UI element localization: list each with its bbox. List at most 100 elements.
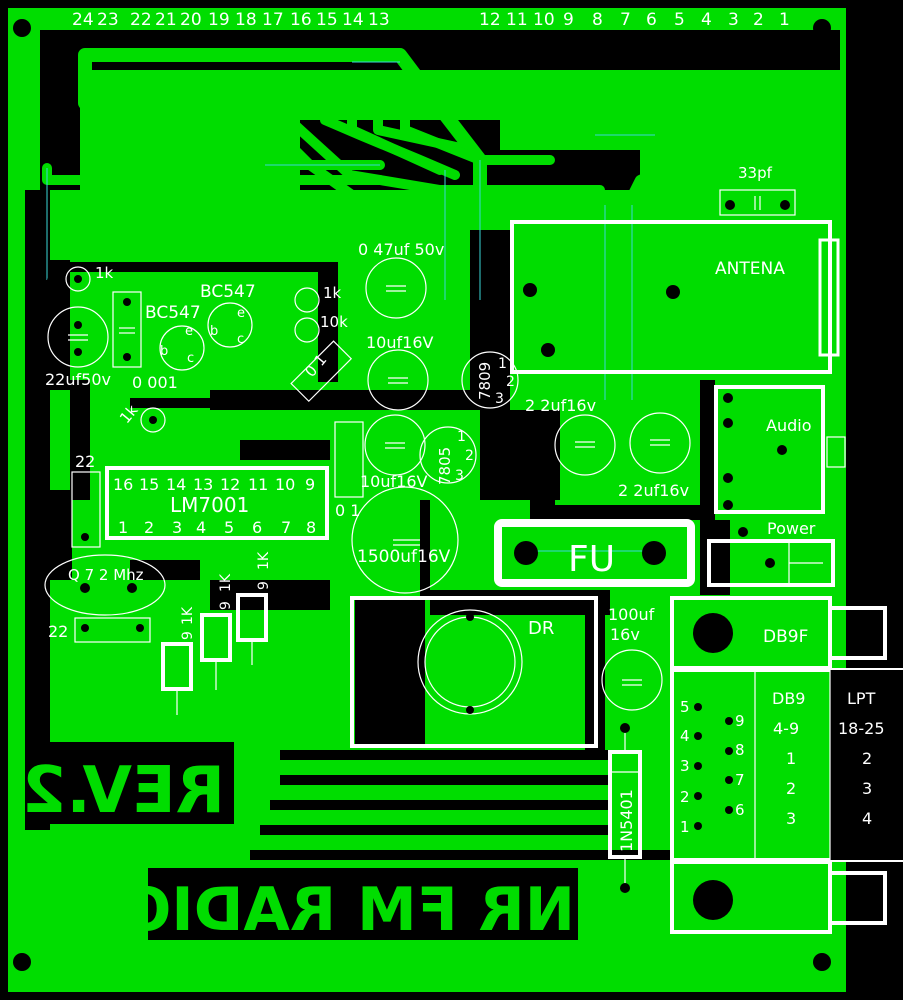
db-pin: 1 xyxy=(680,818,690,836)
choke-label: DR xyxy=(528,618,554,639)
lpt-subheader: 18-25 xyxy=(838,719,885,738)
pin-label: 5 xyxy=(674,10,685,30)
fuse-holder: FU xyxy=(494,519,695,587)
ic-pin: 1 xyxy=(118,518,128,537)
resistor-label: 9 xyxy=(218,601,234,610)
db9-connector: DB9F 5 4 3 2 1 9 8 7 6 xyxy=(670,596,903,934)
pin-c: c xyxy=(237,332,244,347)
db9-value: 3 xyxy=(786,809,796,828)
power-label: Power xyxy=(767,519,816,538)
pin-label: 7 xyxy=(620,10,631,30)
crystal-section: 22 Q 7 2 Mhz 22 xyxy=(44,452,166,643)
capacitor-100uf-voltage: 16v xyxy=(610,625,640,644)
pin-b: b xyxy=(210,324,218,339)
regulator-pin: 1 xyxy=(498,356,507,372)
regulator-pin: 2 xyxy=(465,448,474,464)
resistor-label: 1K xyxy=(256,551,272,570)
capacitor-01-b-label: 0 1 xyxy=(335,501,360,520)
ic-pin: 3 xyxy=(172,518,182,537)
lpt-header: LPT xyxy=(847,689,876,708)
revision-label: REV.2 xyxy=(22,754,225,828)
capacitor-100uf: 100uf 16v xyxy=(601,605,663,711)
regulator-7809-label: 7809 xyxy=(476,362,494,400)
ic-pin: 2 xyxy=(144,518,154,537)
capacitor-22uf-b-label: 2 2uf16v xyxy=(618,481,689,500)
board-edge xyxy=(846,8,903,598)
pin-label: 18 xyxy=(235,10,257,30)
capacitor-100uf-label: 100uf xyxy=(608,605,655,624)
resistor-label: 9 xyxy=(180,631,196,640)
pin-label: 21 xyxy=(155,10,177,30)
lpt-value: 3 xyxy=(862,779,872,798)
ic-pin: 7 xyxy=(281,518,291,537)
antenna-label: ANTENA xyxy=(715,259,785,279)
db9-value: 2 xyxy=(786,779,796,798)
header-pads xyxy=(78,80,830,110)
fuse-label: FU xyxy=(568,539,615,580)
audio-jack: Audio xyxy=(714,385,846,514)
pin-label: 13 xyxy=(368,10,390,30)
resistor-10k-label: 10k xyxy=(320,313,348,331)
capacitor-047uf-label: 0 47uf 50v xyxy=(358,240,444,259)
capacitor-33pf: 33pf xyxy=(719,164,796,216)
capacitor-10uf-b-label: 10uf16V xyxy=(360,472,427,491)
pin-e: e xyxy=(185,324,193,339)
db9-header: DB9 xyxy=(772,689,805,708)
pin-label: 10 xyxy=(533,10,555,30)
db-pin: 2 xyxy=(680,788,690,806)
capacitor-10uf-a-label: 10uf16V xyxy=(366,333,433,352)
db-pin: 8 xyxy=(735,741,745,759)
db-pin: 5 xyxy=(680,698,690,716)
pin-label: 22 xyxy=(130,10,152,30)
ic-lm7001: LM7001 16 15 14 13 12 11 10 9 1 2 3 4 5 … xyxy=(105,466,329,540)
pin-label: 9 xyxy=(563,10,574,30)
mounting-holes xyxy=(13,19,831,971)
pin-label: 19 xyxy=(208,10,230,30)
audio-capacitors: 2 2uf16v 2 2uf16v xyxy=(525,396,691,500)
capacitor-22uf50v-label: 22uf50v xyxy=(45,370,111,389)
pin-e: e xyxy=(237,306,245,321)
transistor-q1-label: BC547 xyxy=(145,303,201,323)
pin-b: b xyxy=(160,344,168,359)
pin-label: 20 xyxy=(180,10,202,30)
header-pin-labels: 24 23 22 21 20 19 18 17 16 15 14 13 12 1… xyxy=(72,10,790,30)
ic-pin: 14 xyxy=(166,475,186,494)
resistor-label: 1K xyxy=(180,606,196,625)
regulator-pin: 1 xyxy=(457,429,466,445)
ic-pin: 11 xyxy=(248,475,268,494)
pin-label: 23 xyxy=(97,10,119,30)
regulator-pin: 3 xyxy=(455,468,464,484)
capacitor-22-a-label: 22 xyxy=(75,452,95,471)
db-pin: 9 xyxy=(735,712,745,730)
pin-label: 12 xyxy=(479,10,501,30)
pin-label: 6 xyxy=(646,10,657,30)
board-title: NR FM RADIO xyxy=(120,875,575,945)
crystal-label: Q 7 2 Mhz xyxy=(68,566,144,584)
capacitor-22uf-a-label: 2 2uf16v xyxy=(525,396,596,415)
ic-pin: 6 xyxy=(252,518,262,537)
ic-pin: 5 xyxy=(224,518,234,537)
ic-pin: 12 xyxy=(220,475,240,494)
capacitor-33pf-label: 33pf xyxy=(738,164,773,182)
diode-1n5401: 1N5401 xyxy=(608,723,642,893)
resistor-1k-label: 1k xyxy=(95,264,114,282)
db9-value: 1 xyxy=(786,749,796,768)
capacitor-22-b-label: 22 xyxy=(48,622,68,641)
ic-pin: 13 xyxy=(193,475,213,494)
pin-label: 11 xyxy=(506,10,528,30)
db9-subheader: 4-9 xyxy=(773,719,799,738)
audio-label: Audio xyxy=(766,416,811,435)
regulator-pin: 3 xyxy=(495,391,504,407)
db-pin: 6 xyxy=(735,801,745,819)
capacitor-0001-label: 0 001 xyxy=(132,373,178,392)
regulator-pin: 2 xyxy=(506,374,515,390)
ic-pin: 8 xyxy=(306,518,316,537)
db-pin: 7 xyxy=(735,771,745,789)
resistor-array: 9 1K 9 1K 9 1K xyxy=(161,551,272,715)
power-supply-section: 0 47uf 50v 1k 10k 10uf16V 0 1 7809 1 2 3… xyxy=(290,240,519,594)
ic-pin: 9 xyxy=(305,475,315,494)
regulator-7805-label: 7805 xyxy=(436,447,454,485)
resistor-label: 1K xyxy=(218,573,234,592)
transistor-q2-label: BC547 xyxy=(200,282,256,302)
